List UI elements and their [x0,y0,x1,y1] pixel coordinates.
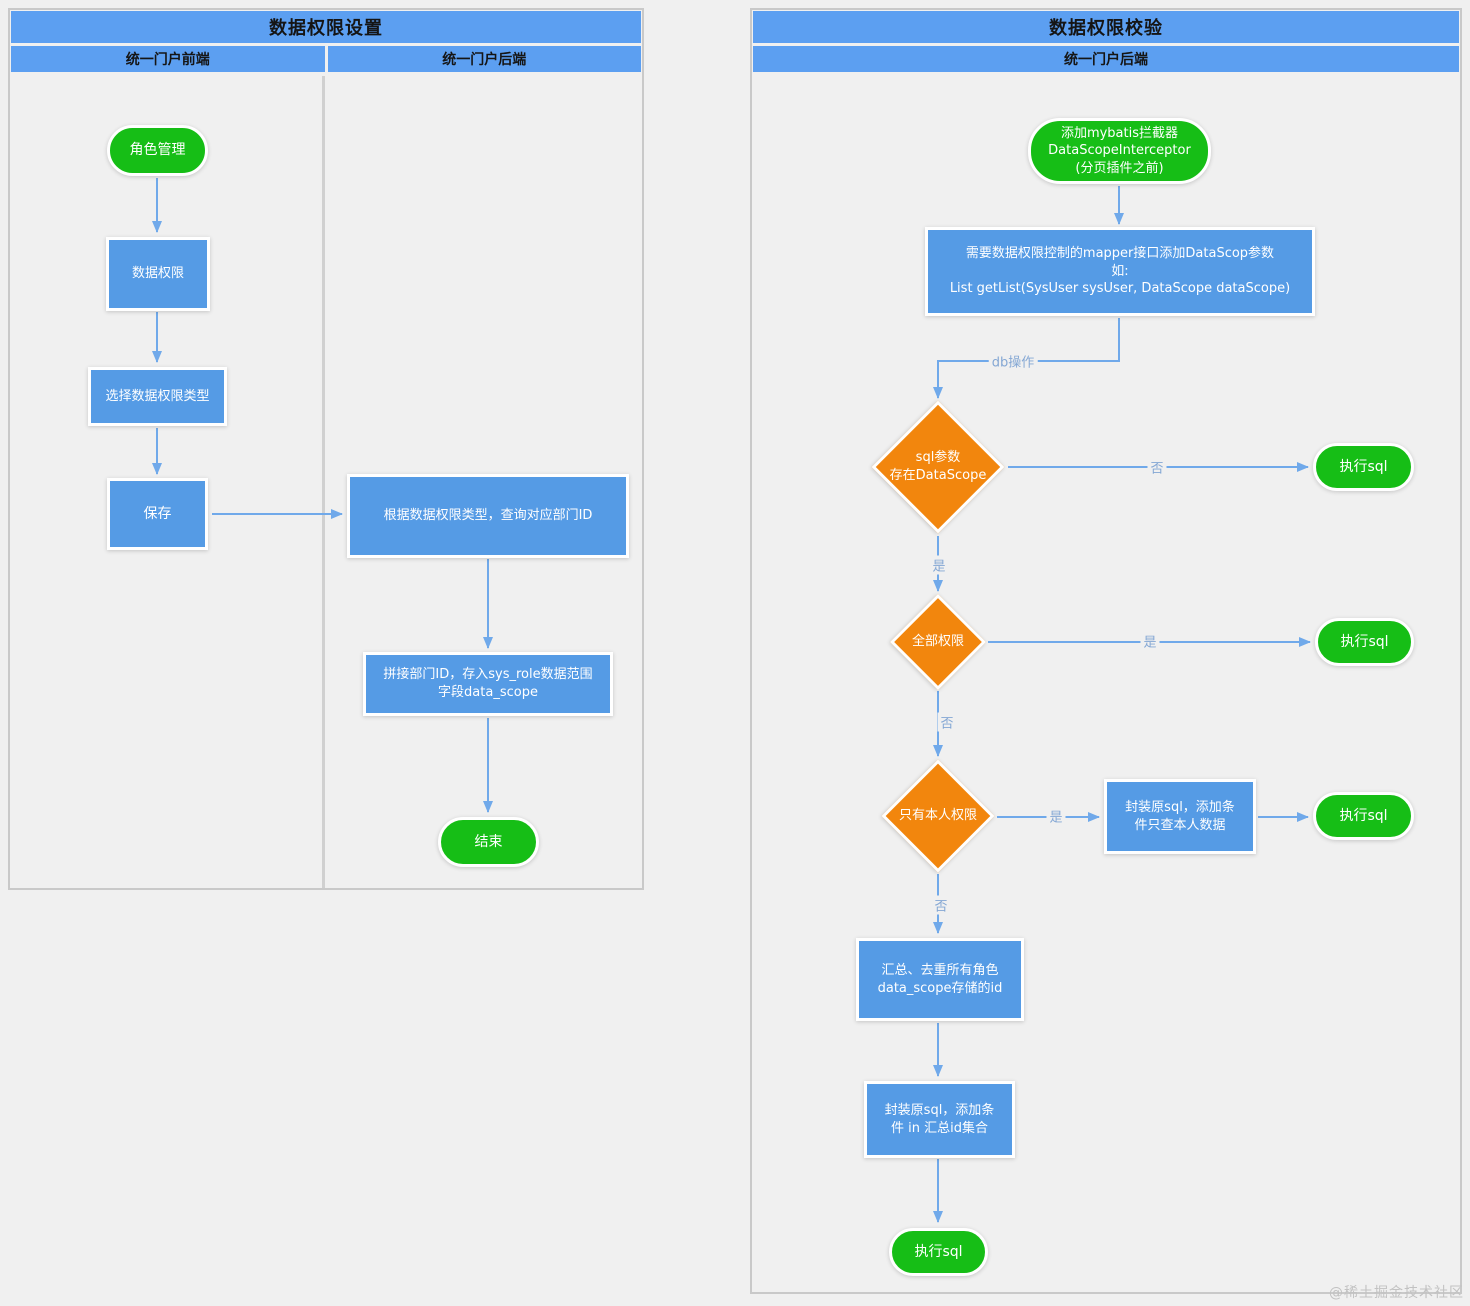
node-exec-sql-2: 执行sql [1315,618,1414,666]
lane-divider-settings [322,76,325,888]
node-wrap-sql-self-only: 封装原sql，添加条 件只查本人数据 [1104,779,1256,854]
lane-header-portal-backend-2: 统一门户后端 [753,46,1459,72]
lane-headers-verification: 统一门户后端 [753,46,1459,72]
edge-label-no-1: 否 [1147,457,1167,477]
node-query-dept-id: 根据数据权限类型，查询对应部门ID [347,474,629,558]
edge-label-yes-2: 是 [1140,631,1160,651]
node-save: 保存 [107,478,208,550]
node-exec-sql-4: 执行sql [889,1228,988,1276]
node-mapper-add-datascope-param: 需要数据权限控制的mapper接口添加DataScop参数 如: List ge… [925,227,1315,316]
lane-header-portal-backend: 统一门户后端 [327,46,641,72]
node-exec-sql-3: 执行sql [1313,792,1414,840]
node-role-management: 角色管理 [107,125,208,176]
lane-header-portal-frontend: 统一门户前端 [11,46,325,72]
node-add-mybatis-interceptor: 添加mybatis拦截器 DataScopeInterceptor (分页插件之… [1028,118,1211,184]
edge-label-no-3: 否 [931,895,951,915]
panel-data-permission-settings: 数据权限设置 统一门户前端 统一门户后端 [8,8,644,890]
node-select-permission-type: 选择数据权限类型 [88,367,227,426]
edge-label-db-operation: db操作 [988,351,1038,371]
node-exec-sql-1: 执行sql [1313,443,1414,491]
panel-title-settings: 数据权限设置 [11,11,641,43]
panel-title-verification: 数据权限校验 [753,11,1459,43]
edge-label-no-2: 否 [937,712,957,732]
watermark: @稀土掘金技术社区 [1329,1285,1464,1301]
node-concat-dept-id: 拼接部门ID，存入sys_role数据范围 字段data_scope [363,652,613,716]
node-wrap-sql-in-ids: 封装原sql，添加条 件 in 汇总id集合 [864,1081,1015,1158]
node-end: 结束 [438,817,539,867]
node-data-permission: 数据权限 [106,237,210,311]
edge-label-yes-3: 是 [1046,806,1066,826]
node-aggregate-dedupe-ids: 汇总、去重所有角色 data_scope存储的id [856,938,1024,1021]
lane-headers-settings: 统一门户前端 统一门户后端 [11,46,641,72]
edge-label-yes-1: 是 [929,555,949,575]
